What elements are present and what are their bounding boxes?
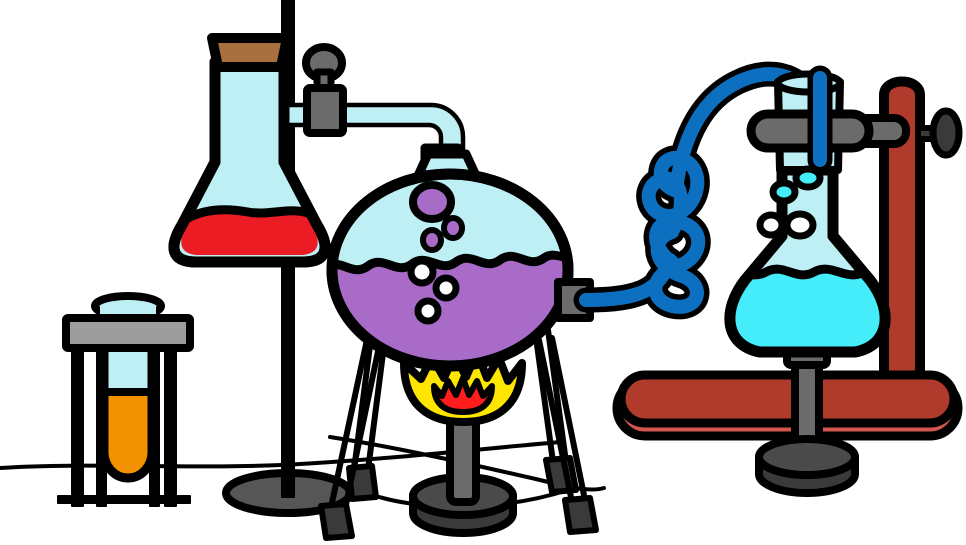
bubble	[792, 165, 824, 191]
ring-stand-right	[879, 76, 963, 420]
ring-stand-right-post	[879, 76, 925, 420]
stopcock-valve[interactable]	[302, 43, 347, 137]
stopcock-body	[303, 84, 347, 137]
flask-cyan-liquid	[729, 269, 886, 352]
bubble	[414, 297, 442, 325]
test-tube-liquid	[104, 392, 152, 478]
bubble	[407, 257, 437, 287]
erlenmeyer-flask-red	[168, 33, 331, 268]
flame-center-inner	[431, 375, 495, 415]
bubble	[756, 211, 786, 239]
bubble	[409, 181, 455, 223]
test-tube-rack-shelf	[62, 314, 194, 352]
bubble	[783, 210, 817, 240]
glass-delivery-tube	[245, 102, 466, 183]
flask-red-liquid	[181, 208, 318, 255]
ring-stand-right-base	[612, 370, 963, 441]
cork-stopper	[207, 33, 292, 72]
bunsen-burner-center	[409, 368, 517, 537]
bubble	[441, 215, 465, 241]
thumb-screw[interactable]	[915, 107, 963, 159]
bubble	[432, 274, 460, 302]
bubble	[420, 227, 444, 253]
bubble	[769, 179, 799, 205]
